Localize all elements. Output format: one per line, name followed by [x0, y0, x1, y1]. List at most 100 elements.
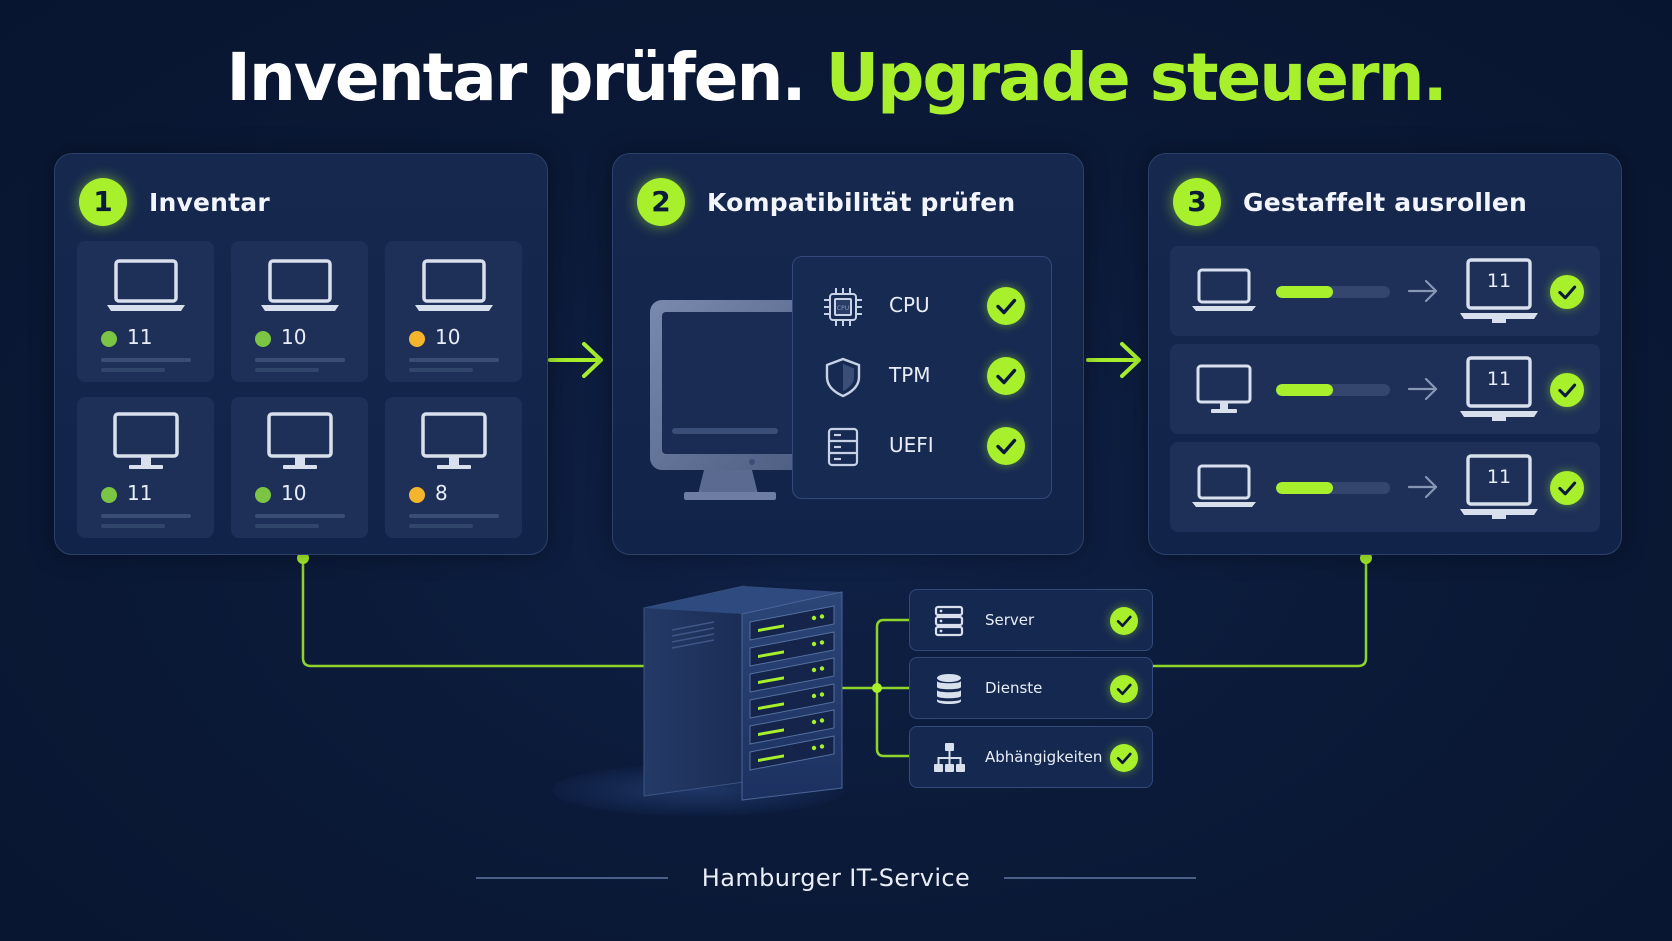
os-version: 8 [435, 481, 448, 505]
monitor-icon [113, 412, 179, 469]
check-row-cpu: CPU CPU [793, 277, 1053, 337]
check-mark-icon [1110, 607, 1138, 635]
step-badge-1: 1 [79, 178, 127, 226]
line-server-to-rollout [1153, 558, 1368, 668]
cpu-chip-icon: CPU [824, 288, 862, 326]
check-mark-icon [987, 357, 1025, 395]
monitor-icon [421, 412, 487, 469]
rollout-progress-bar [1276, 482, 1390, 494]
check-mark-icon [1110, 744, 1138, 772]
line-inventory-to-server [301, 558, 648, 668]
arrow-right-icon [1407, 475, 1438, 499]
rollout-row: 11 [1170, 442, 1600, 532]
firmware-icon [827, 427, 859, 467]
placeholder-line [101, 524, 165, 528]
server-rack-illustration [552, 585, 844, 816]
headline: Inventar prüfen. Upgrade steuern. [0, 38, 1672, 118]
status-dot-green [255, 487, 271, 503]
panel-title-inventory: Inventar [149, 187, 270, 217]
arrow-step1-to-step2 [548, 342, 603, 378]
panel-title-compatibility: Kompatibilität prüfen [707, 187, 1016, 217]
check-label: UEFI [889, 433, 934, 457]
headline-white-part: Inventar prüfen. [226, 39, 806, 116]
server-check-label: Server [985, 611, 1035, 629]
monitor-icon [267, 412, 333, 469]
laptop-icon [1460, 356, 1538, 421]
status-dot-yellow [409, 331, 425, 347]
step-badge-3: 3 [1173, 178, 1221, 226]
arrow-right-icon [1407, 279, 1438, 303]
server-check-label: Abhängigkeiten [985, 748, 1103, 766]
placeholder-line [409, 514, 499, 518]
rollout-row: 11 [1170, 344, 1600, 434]
inventory-card[interactable]: 8 [385, 397, 522, 538]
headline-green-part: Upgrade steuern. [825, 39, 1448, 116]
placeholder-line [409, 358, 499, 362]
hierarchy-icon [934, 743, 965, 772]
status-dot-yellow [409, 487, 425, 503]
check-mark-icon [987, 287, 1025, 325]
laptop-icon [415, 259, 493, 311]
shield-icon [825, 357, 861, 398]
desktop-monitor-illustration [650, 300, 808, 500]
server-check-server: Server [909, 589, 1153, 651]
inventory-card[interactable]: 11 [77, 241, 214, 382]
check-row-uefi: UEFI [793, 417, 1053, 477]
laptop-icon [1460, 258, 1538, 323]
arrow-step2-to-step3 [1086, 342, 1141, 378]
status-dot-green [255, 331, 271, 347]
os-version: 10 [281, 481, 307, 505]
rollout-row: 11 [1170, 246, 1600, 336]
inventory-card[interactable]: 10 [231, 241, 368, 382]
connector-dot-left [297, 552, 309, 564]
laptop-icon [261, 259, 339, 311]
footer-brand: Hamburger IT-Service [701, 864, 971, 892]
panel-compatibility-header: 2 Kompatibilität prüfen [637, 178, 1015, 226]
server-check-dependencies: Abhängigkeiten [909, 726, 1153, 788]
placeholder-line [101, 358, 191, 362]
placeholder-line [255, 368, 319, 372]
footer-rule-left [476, 877, 668, 879]
panel-inventory: 1 Inventar 11 10 10 [54, 153, 548, 555]
database-icon [937, 674, 961, 704]
connector-dot-server [872, 683, 882, 693]
panel-inventory-header: 1 Inventar [79, 178, 270, 226]
check-label: TPM [889, 363, 931, 387]
target-os-version: 11 [1486, 270, 1512, 292]
placeholder-line [409, 368, 473, 372]
inventory-card[interactable]: 10 [385, 241, 522, 382]
server-stack-icon [934, 605, 964, 637]
server-check-services: Dienste [909, 657, 1153, 719]
status-dot-green [101, 331, 117, 347]
rollout-progress-fill [1276, 482, 1333, 494]
placeholder-line [409, 524, 473, 528]
placeholder-line [255, 358, 345, 362]
check-mark-icon [1550, 471, 1584, 505]
check-row-tpm: TPM [793, 347, 1053, 407]
os-version: 10 [281, 325, 307, 349]
target-os-version: 11 [1486, 466, 1512, 488]
footer-rule-right [1004, 877, 1196, 879]
inventory-card[interactable]: 10 [231, 397, 368, 538]
check-mark-icon [1550, 275, 1584, 309]
os-version: 11 [127, 481, 153, 505]
step-badge-2: 2 [637, 178, 685, 226]
check-mark-icon [1550, 373, 1584, 407]
placeholder-line [101, 514, 191, 518]
panel-title-rollout: Gestaffelt ausrollen [1243, 187, 1528, 217]
os-version: 10 [435, 325, 461, 349]
inventory-card[interactable]: 11 [77, 397, 214, 538]
compatibility-checklist: CPU CPU TPM UEFI [792, 256, 1052, 499]
connector-dot-right [1360, 552, 1372, 564]
os-version: 11 [127, 325, 153, 349]
server-check-label: Dienste [985, 679, 1043, 697]
check-mark-icon [987, 427, 1025, 465]
laptop-icon [1460, 454, 1538, 519]
check-label: CPU [889, 293, 930, 317]
rollout-progress-fill [1276, 384, 1333, 396]
placeholder-line [101, 368, 165, 372]
check-mark-icon [1110, 675, 1138, 703]
monitor-icon [1196, 364, 1252, 413]
laptop-icon [1192, 464, 1256, 507]
